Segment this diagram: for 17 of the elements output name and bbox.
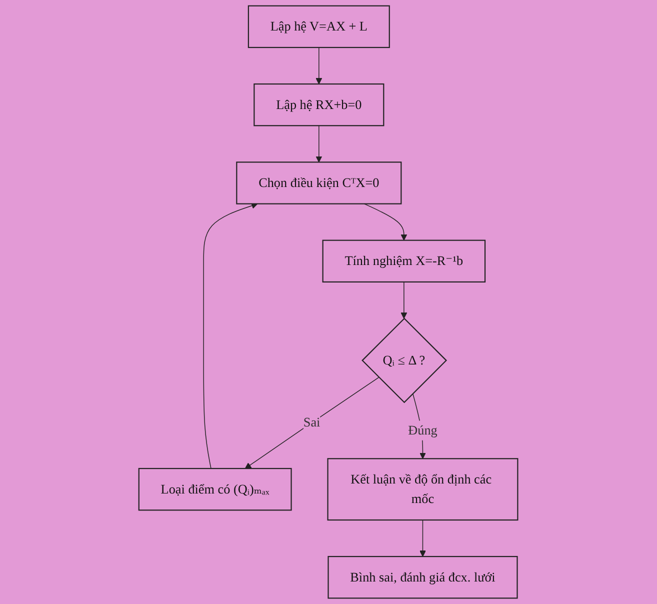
node-box: Chọn điều kiện CᵀX=0 (236, 162, 402, 204)
arrow (400, 282, 408, 319)
arrow (203, 202, 258, 469)
node-diamond: Qᵢ ≤ Δ ? (362, 318, 448, 404)
arrow (420, 520, 426, 557)
arrow (316, 47, 322, 84)
node-box: Loại điểm có (Qᵢ)ₘₐₓ (138, 468, 292, 511)
node-box: Kết luận về độ ổn định các mốc (327, 458, 518, 521)
arrow (364, 203, 408, 241)
arrow (316, 125, 322, 162)
node-box: Tính nghiệm X=-R⁻¹b (322, 240, 486, 282)
edge-label: Sai (304, 414, 320, 430)
edge-label: Đúng (408, 422, 438, 438)
node-box: Bình sai, đánh giá đcx. lưới (328, 556, 518, 599)
node-box: Lập hệ V=AX + L (248, 5, 390, 48)
arrow (245, 376, 380, 469)
node-box: Lập hệ RX+b=0 (254, 83, 384, 126)
